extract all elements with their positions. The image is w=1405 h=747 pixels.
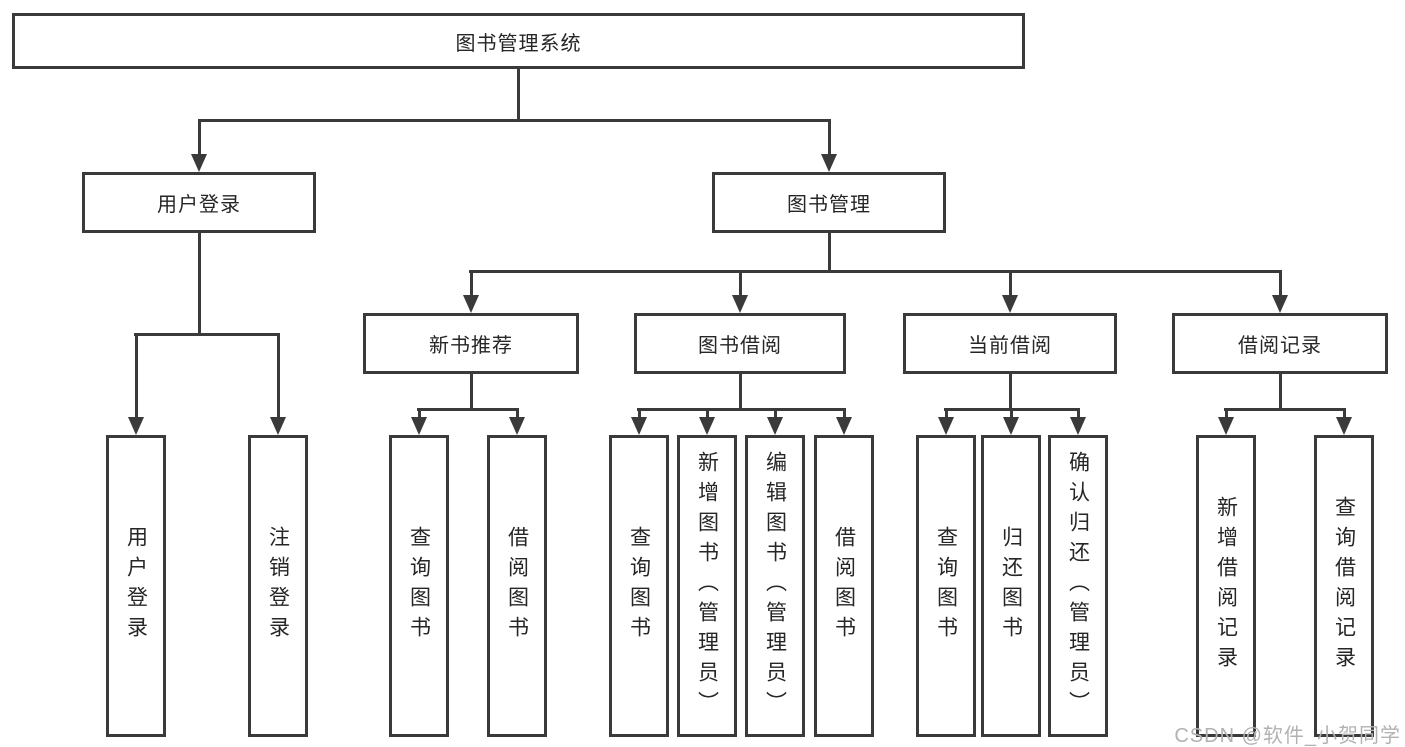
connector-line bbox=[945, 408, 948, 419]
connector-line bbox=[198, 119, 831, 122]
connector-line bbox=[1225, 408, 1228, 419]
node-user-login: 用户登录 bbox=[82, 172, 316, 233]
arrow-down-icon bbox=[767, 417, 783, 435]
leaf-borrow-books-recommend: 借阅图书 bbox=[487, 435, 547, 737]
arrow-down-icon bbox=[821, 154, 837, 172]
leaf-label: 查询图书 bbox=[934, 526, 958, 646]
leaf-query-books-recommend: 查询图书 bbox=[389, 435, 449, 737]
leaf-add-borrow-record: 新增借阅记录 bbox=[1196, 435, 1256, 737]
leaf-label: 查询图书 bbox=[627, 526, 651, 646]
leaf-return-books: 归还图书 bbox=[981, 435, 1041, 737]
node-label: 图书借阅 bbox=[698, 335, 782, 357]
connector-line bbox=[706, 408, 709, 419]
arrow-down-icon bbox=[509, 417, 525, 435]
node-current-borrowing: 当前借阅 bbox=[903, 313, 1117, 374]
arrow-down-icon bbox=[1003, 417, 1019, 435]
node-book-management: 图书管理 bbox=[712, 172, 946, 233]
leaf-label: 借阅图书 bbox=[832, 526, 856, 646]
node-book-management-system: 图书管理系统 bbox=[12, 13, 1025, 69]
connector-line bbox=[637, 408, 845, 411]
arrow-down-icon bbox=[938, 417, 954, 435]
connector-line bbox=[516, 408, 519, 419]
connector-line bbox=[198, 119, 201, 156]
arrow-down-icon bbox=[1070, 417, 1086, 435]
connector-line bbox=[1279, 374, 1282, 410]
connector-line bbox=[470, 374, 473, 410]
leaf-edit-books-admin: 编辑图书（管理员） bbox=[745, 435, 805, 737]
arrow-down-icon bbox=[411, 417, 427, 435]
connector-line bbox=[1279, 270, 1282, 297]
leaf-add-books-admin: 新增图书（管理员） bbox=[677, 435, 737, 737]
leaf-label: 查询借阅记录 bbox=[1332, 496, 1356, 676]
connector-line bbox=[417, 408, 518, 411]
arrow-down-icon bbox=[463, 295, 479, 313]
leaf-label: 归还图书 bbox=[999, 526, 1023, 646]
connector-line bbox=[739, 270, 742, 297]
leaf-query-books-current: 查询图书 bbox=[916, 435, 976, 737]
connector-line bbox=[1343, 408, 1346, 419]
leaf-label: 借阅图书 bbox=[505, 526, 529, 646]
leaf-label: 注销登录 bbox=[266, 526, 290, 646]
connector-line bbox=[418, 408, 421, 419]
leaf-query-books-borrowing: 查询图书 bbox=[609, 435, 669, 737]
node-label: 用户登录 bbox=[157, 194, 241, 216]
leaf-label: 新增借阅记录 bbox=[1214, 496, 1238, 676]
connector-line bbox=[828, 233, 831, 271]
arrow-down-icon bbox=[1336, 417, 1352, 435]
arrow-down-icon bbox=[732, 295, 748, 313]
arrow-down-icon bbox=[631, 417, 647, 435]
leaf-confirm-return-admin: 确认归还（管理员） bbox=[1048, 435, 1108, 737]
leaf-label: 查询图书 bbox=[407, 526, 431, 646]
connector-line bbox=[517, 69, 520, 120]
arrow-down-icon bbox=[191, 154, 207, 172]
connector-line bbox=[774, 408, 777, 419]
connector-line bbox=[828, 119, 831, 156]
node-label: 借阅记录 bbox=[1238, 335, 1322, 357]
arrow-down-icon bbox=[699, 417, 715, 435]
node-label: 新书推荐 bbox=[429, 335, 513, 357]
node-label: 图书管理 bbox=[787, 194, 871, 216]
leaf-borrow-books: 借阅图书 bbox=[814, 435, 874, 737]
connector-line bbox=[1224, 408, 1346, 411]
node-book-borrowing: 图书借阅 bbox=[634, 313, 846, 374]
connector-line bbox=[134, 333, 280, 336]
leaf-user-login: 用户登录 bbox=[106, 435, 166, 737]
connector-line bbox=[1010, 408, 1013, 419]
connector-line bbox=[277, 333, 280, 420]
arrow-down-icon bbox=[1218, 417, 1234, 435]
connector-line bbox=[1009, 270, 1012, 297]
arrow-down-icon bbox=[128, 417, 144, 435]
connector-line bbox=[843, 408, 846, 419]
node-label: 图书管理系统 bbox=[455, 32, 582, 55]
leaf-query-borrow-record: 查询借阅记录 bbox=[1314, 435, 1374, 737]
connector-line bbox=[1077, 408, 1080, 419]
node-new-book-recommendation: 新书推荐 bbox=[363, 313, 579, 374]
leaf-logout: 注销登录 bbox=[248, 435, 308, 737]
connector-line bbox=[198, 233, 201, 335]
connector-line bbox=[1009, 374, 1012, 410]
leaf-label: 确认归还（管理员） bbox=[1066, 451, 1090, 721]
connector-line bbox=[135, 333, 138, 420]
connector-line bbox=[469, 270, 1281, 273]
connector-line bbox=[638, 408, 641, 419]
arrow-down-icon bbox=[1002, 295, 1018, 313]
arrow-down-icon bbox=[1272, 295, 1288, 313]
connector-line bbox=[470, 270, 473, 297]
leaf-label: 用户登录 bbox=[124, 526, 148, 646]
arrow-down-icon bbox=[836, 417, 852, 435]
connector-line bbox=[739, 374, 742, 410]
leaf-label: 新增图书（管理员） bbox=[695, 451, 719, 721]
leaf-label: 编辑图书（管理员） bbox=[763, 451, 787, 721]
arrow-down-icon bbox=[270, 417, 286, 435]
node-borrow-records: 借阅记录 bbox=[1172, 313, 1388, 374]
node-label: 当前借阅 bbox=[968, 335, 1052, 357]
